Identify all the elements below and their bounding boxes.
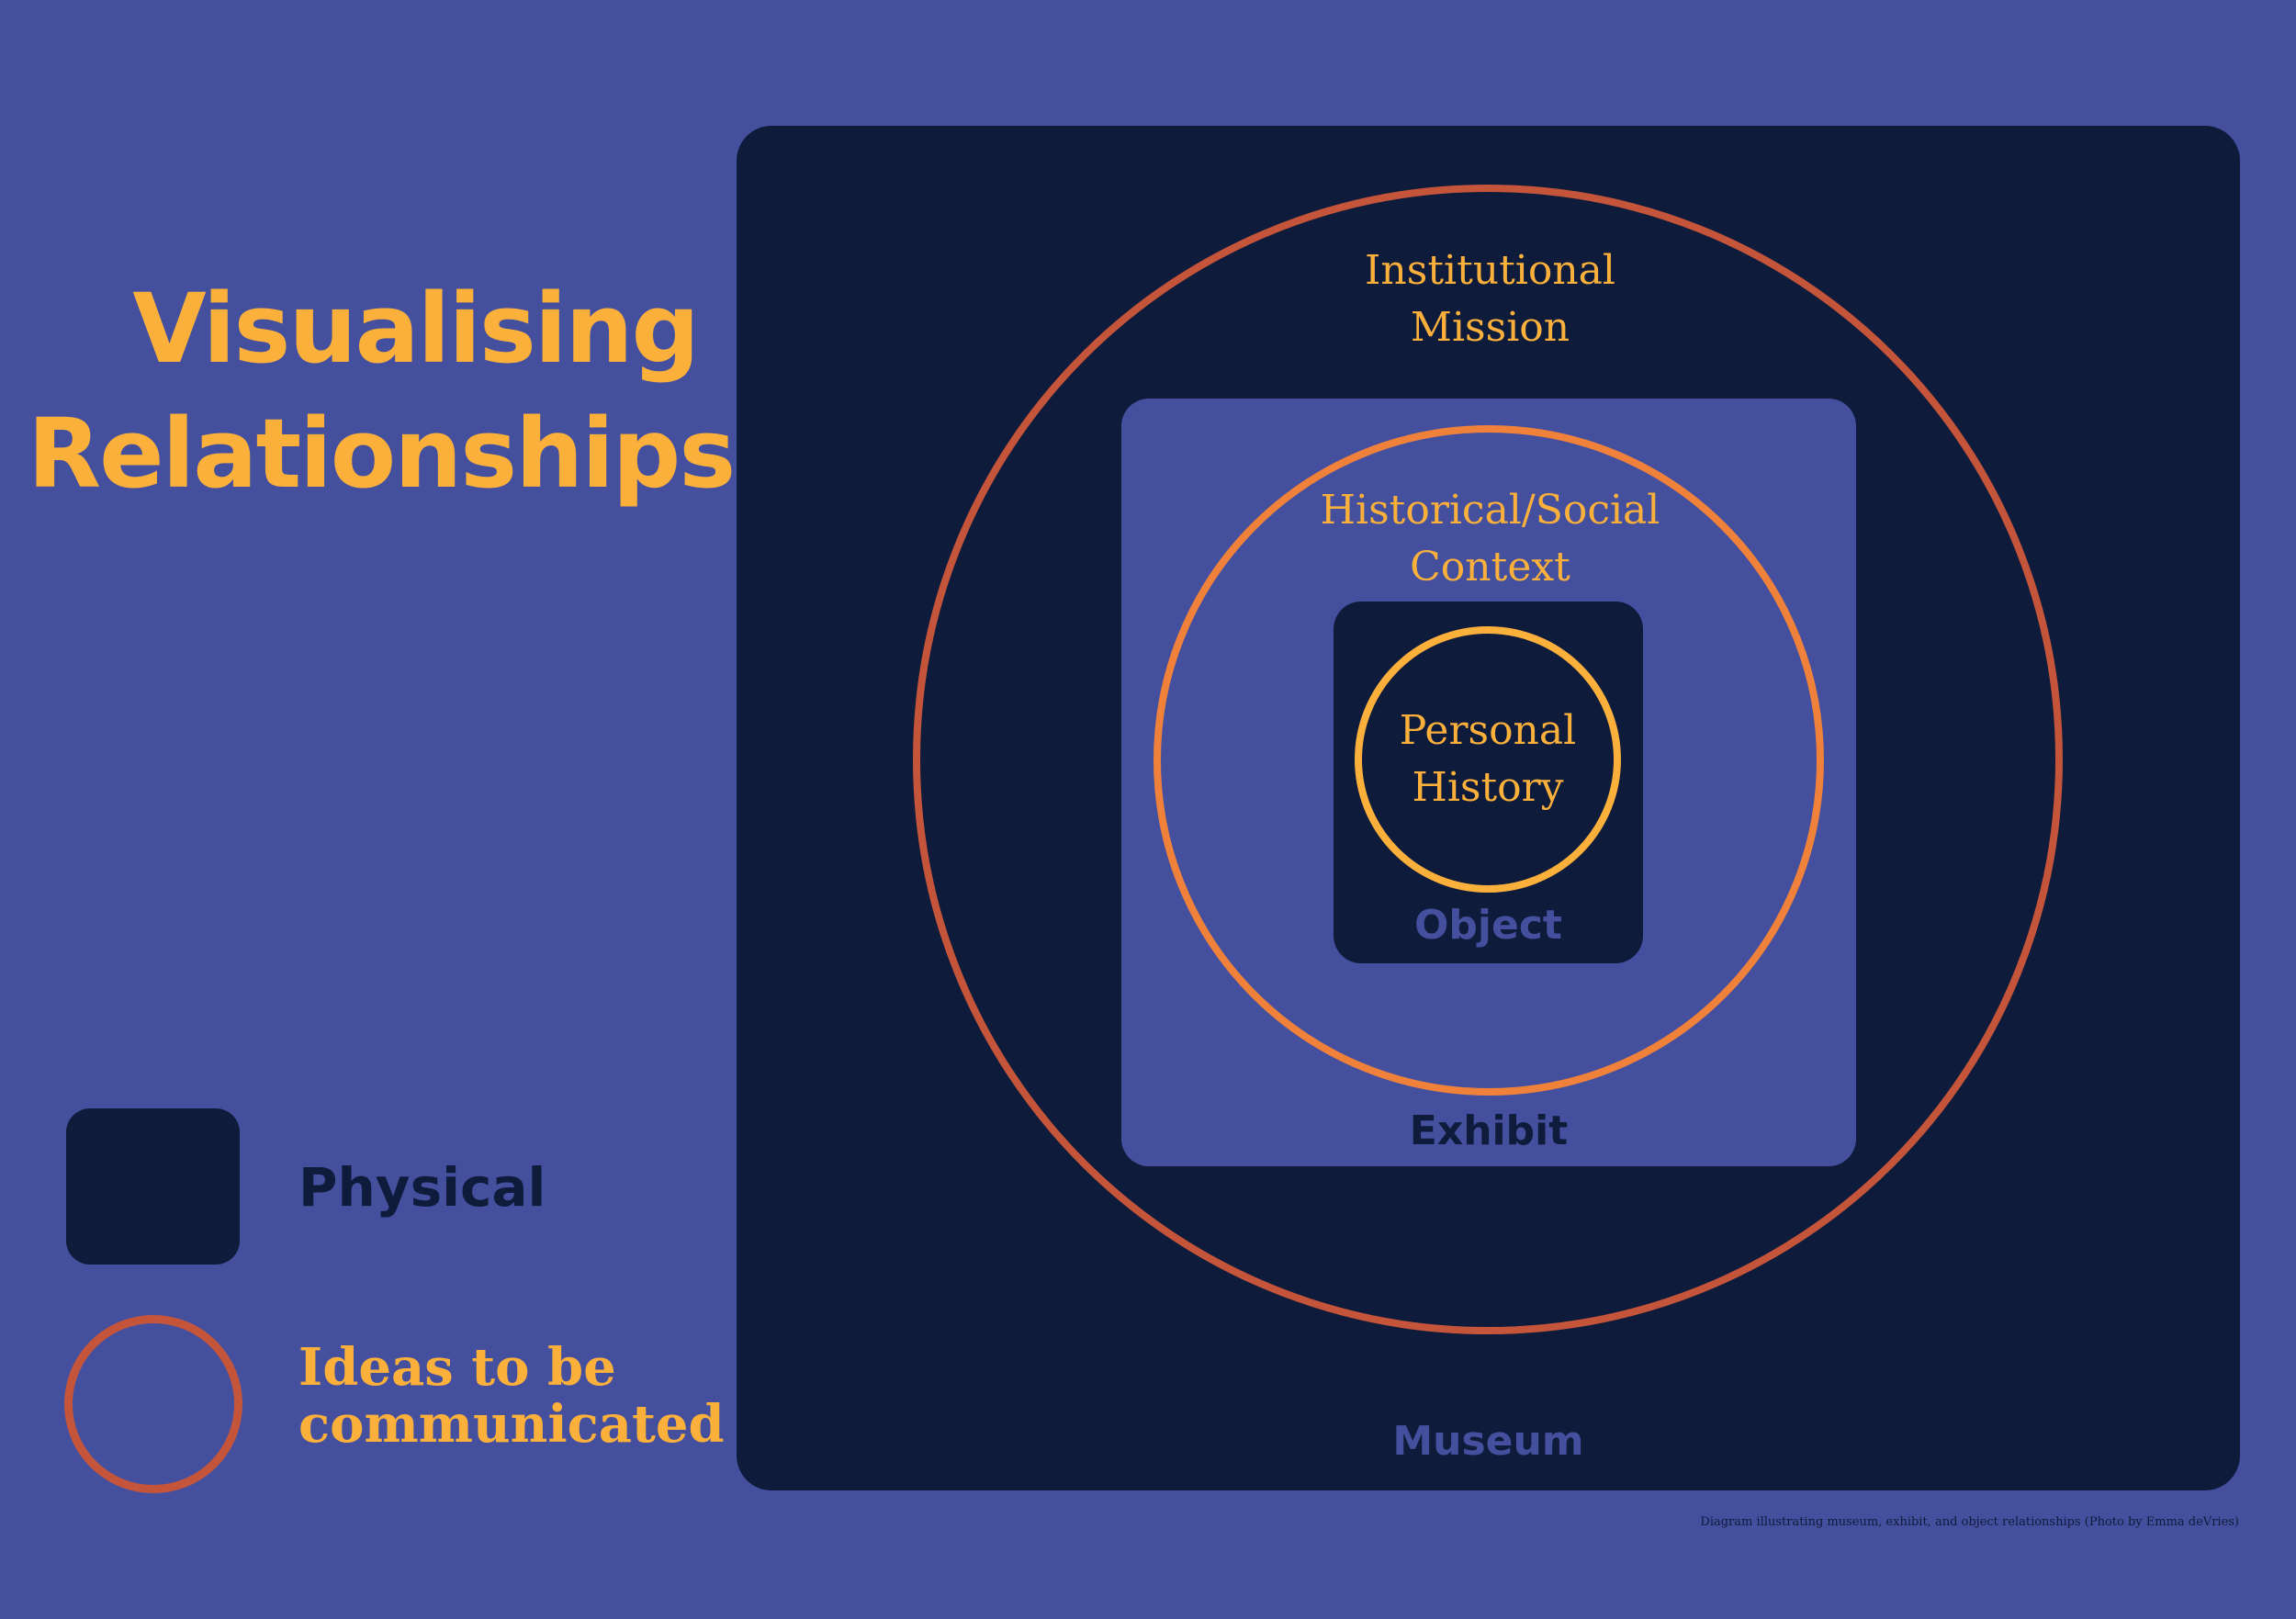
historical-context-line-2: Context	[1410, 544, 1570, 590]
historical-context-text: Historical/Social Context	[1244, 482, 1736, 596]
museum-label: Museum	[1392, 1418, 1584, 1465]
historical-context-line-1: Historical/Social	[1320, 487, 1660, 534]
object-label: Object	[1414, 902, 1562, 949]
legend-ideas-swatch	[64, 1315, 242, 1493]
legend-ideas-label-line-2: communicated	[298, 1394, 725, 1455]
institutional-mission-line-2: Mission	[1410, 304, 1570, 351]
title-line-1: Visualising	[132, 273, 700, 385]
personal-history-ring	[1355, 626, 1621, 893]
institutional-mission-ring	[913, 185, 2063, 1334]
legend-ideas-label: Ideas to be communicated	[298, 1337, 725, 1455]
title-line-2: Relationships	[28, 398, 736, 510]
legend-ideas-label-line-1: Ideas to be	[298, 1337, 616, 1398]
exhibit-label: Exhibit	[1409, 1107, 1569, 1154]
page-title: Visualising Relationships	[28, 266, 736, 516]
institutional-mission-text: Institutional Mission	[1286, 242, 1694, 356]
personal-history-line-2: History	[1412, 764, 1564, 811]
personal-history-line-1: Personal	[1399, 707, 1577, 754]
legend-physical-label: Physical	[298, 1156, 546, 1219]
historical-context-ring	[1154, 425, 1824, 1096]
legend-physical-swatch	[66, 1108, 240, 1265]
institutional-mission-line-1: Institutional	[1365, 247, 1615, 294]
personal-history-text: Personal History	[1359, 703, 1616, 816]
image-caption: Diagram illustrating museum, exhibit, an…	[1700, 1515, 2239, 1529]
